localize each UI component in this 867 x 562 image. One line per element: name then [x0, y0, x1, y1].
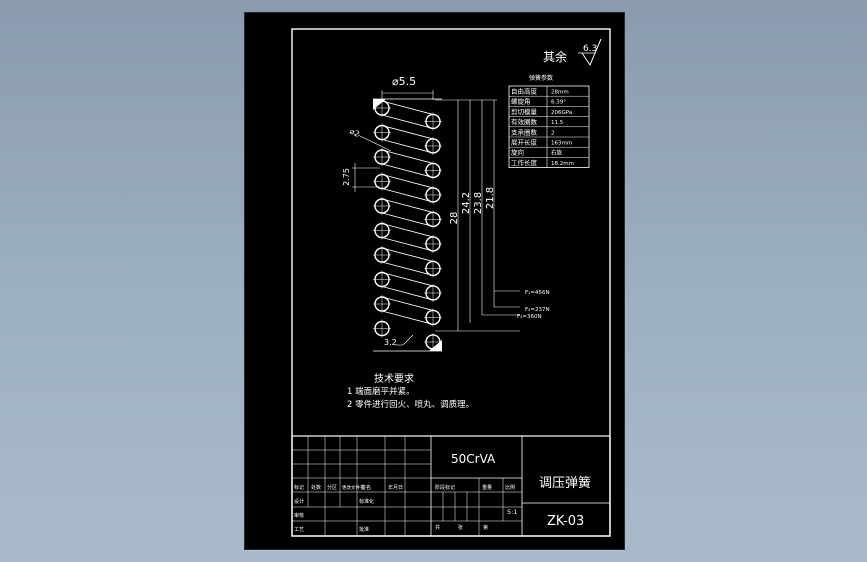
end-gap-dimension: [395, 334, 414, 346]
coil-strand: [381, 286, 434, 301]
tb-label-total: 共: [435, 524, 440, 531]
roughness-value: 6.3: [583, 44, 597, 54]
dim-242-label: 24.2: [461, 192, 472, 214]
cad-drawing: 其余 6.3 弹簧参数 自由高度 28mm 螺旋角 6.39° 剪切模量 206GPa 有效…: [291, 28, 611, 537]
tb-label-design: 设计: [294, 498, 304, 505]
tb-label-date: 年月日: [388, 484, 403, 491]
coil-strand: [381, 139, 434, 154]
height-dimensions: [435, 99, 520, 332]
tb-label-stage: 阶段标记: [435, 484, 455, 491]
force-1-label: F₁=456N: [525, 290, 550, 296]
table-param-name: 有效圈数: [511, 117, 538, 126]
force-2-label: F₂=237N: [525, 307, 550, 313]
spring-parameter-table: 自由高度 28mm 螺旋角 6.39° 剪切模量 206GPa 有效圈数 11.5 支承圈数 2 展…: [508, 85, 590, 168]
tb-label-sheet-no: 第: [483, 524, 488, 531]
coil-strand: [381, 272, 434, 287]
tb-label-change: 更改文件号: [342, 484, 365, 491]
coil-strand: [381, 163, 434, 178]
coil-strand: [381, 223, 434, 238]
table-param-value: 2: [551, 130, 555, 136]
coil-strand: [381, 114, 434, 129]
table-param-value: 18.2mm: [551, 161, 574, 167]
tb-label-sign: 标记: [294, 484, 304, 491]
spring-section-view: [373, 98, 442, 352]
coil-strand: [381, 149, 434, 164]
tb-label-count: 处数: [311, 484, 321, 491]
tb-label-ratio: 比例: [505, 484, 515, 491]
tech-req-item-2: 2 零件进行回火、喷丸、调质理。: [347, 399, 474, 410]
coil-strand: [381, 188, 434, 203]
part-name: 调压弹簧: [539, 475, 591, 491]
drawing-number: ZK-03: [547, 514, 584, 529]
tb-label-approve: 批准: [359, 526, 369, 533]
tb-label-standard: 标准化: [359, 498, 374, 505]
ground-end-bottom: [429, 339, 442, 351]
tb-label-check: 审核: [294, 512, 304, 519]
scale-value: 5:1: [507, 508, 517, 516]
wire-dia-label: ⌀2: [348, 127, 361, 139]
outer-dia-dimension: [381, 90, 434, 100]
table-param-name: 螺旋角: [511, 97, 531, 106]
tech-req-item-1: 1 端面磨平并紧。: [347, 386, 415, 397]
tb-label-signature: 签名: [361, 484, 371, 491]
roughness-symbol-icon: [578, 38, 602, 67]
table-param-name: 剪切模量: [511, 107, 538, 116]
wire-dia-leader: [357, 134, 392, 152]
coil-strand: [381, 237, 434, 252]
end-gap-label: 3.2: [384, 338, 397, 347]
spring-table-title: 弹簧参数: [529, 74, 553, 82]
coil-strand: [381, 296, 434, 311]
coil-strand: [381, 261, 434, 276]
coil-strand: [381, 198, 434, 213]
dim-218-label: 21.8: [485, 187, 496, 209]
table-param-value: 6.39°: [551, 100, 566, 106]
table-param-name: 展开长度: [511, 138, 538, 147]
title-block: [291, 435, 611, 537]
coil-strand: [381, 247, 434, 262]
tb-label-weight: 重量: [482, 484, 492, 491]
ground-end-top: [373, 99, 386, 110]
outer-dia-label: ⌀5.5: [392, 75, 416, 88]
table-param-value: 206GPa: [551, 110, 572, 116]
material-label: 50CrVA: [451, 452, 496, 466]
table-param-value: 28mm: [551, 90, 569, 96]
tb-label-zone: 分区: [327, 484, 337, 491]
tb-label-sheet: 张: [458, 524, 463, 531]
tech-req-title: 技术要求: [374, 372, 414, 385]
table-param-value: 11.5: [551, 120, 564, 126]
force-3-label: F₃=360N: [517, 314, 542, 320]
drawing-sheet: 其余 6.3 弹簧参数 自由高度 28mm 螺旋角 6.39° 剪切模量 206GPa 有效…: [244, 12, 625, 550]
table-param-name: 自由高度: [511, 87, 538, 96]
dim-238-label: 23.8: [473, 192, 484, 214]
pitch-dimension: [352, 163, 380, 192]
pitch-label: 2.75: [342, 168, 351, 186]
coil-strand: [381, 125, 434, 140]
coil-strand: [381, 174, 434, 189]
table-param-name: 旋向: [511, 148, 524, 157]
table-param-value: 163mm: [551, 141, 572, 147]
coil-strand: [381, 212, 434, 227]
table-param-name: 工作长度: [511, 158, 538, 167]
coil-strand: [381, 310, 434, 325]
table-param-value: 右旋: [551, 149, 563, 157]
table-param-name: 支承圈数: [511, 127, 538, 136]
surface-label: 其余: [543, 49, 567, 64]
coil-strand: [381, 100, 434, 115]
dim-28-label: 28: [449, 212, 460, 225]
tb-label-process: 工艺: [294, 527, 304, 533]
